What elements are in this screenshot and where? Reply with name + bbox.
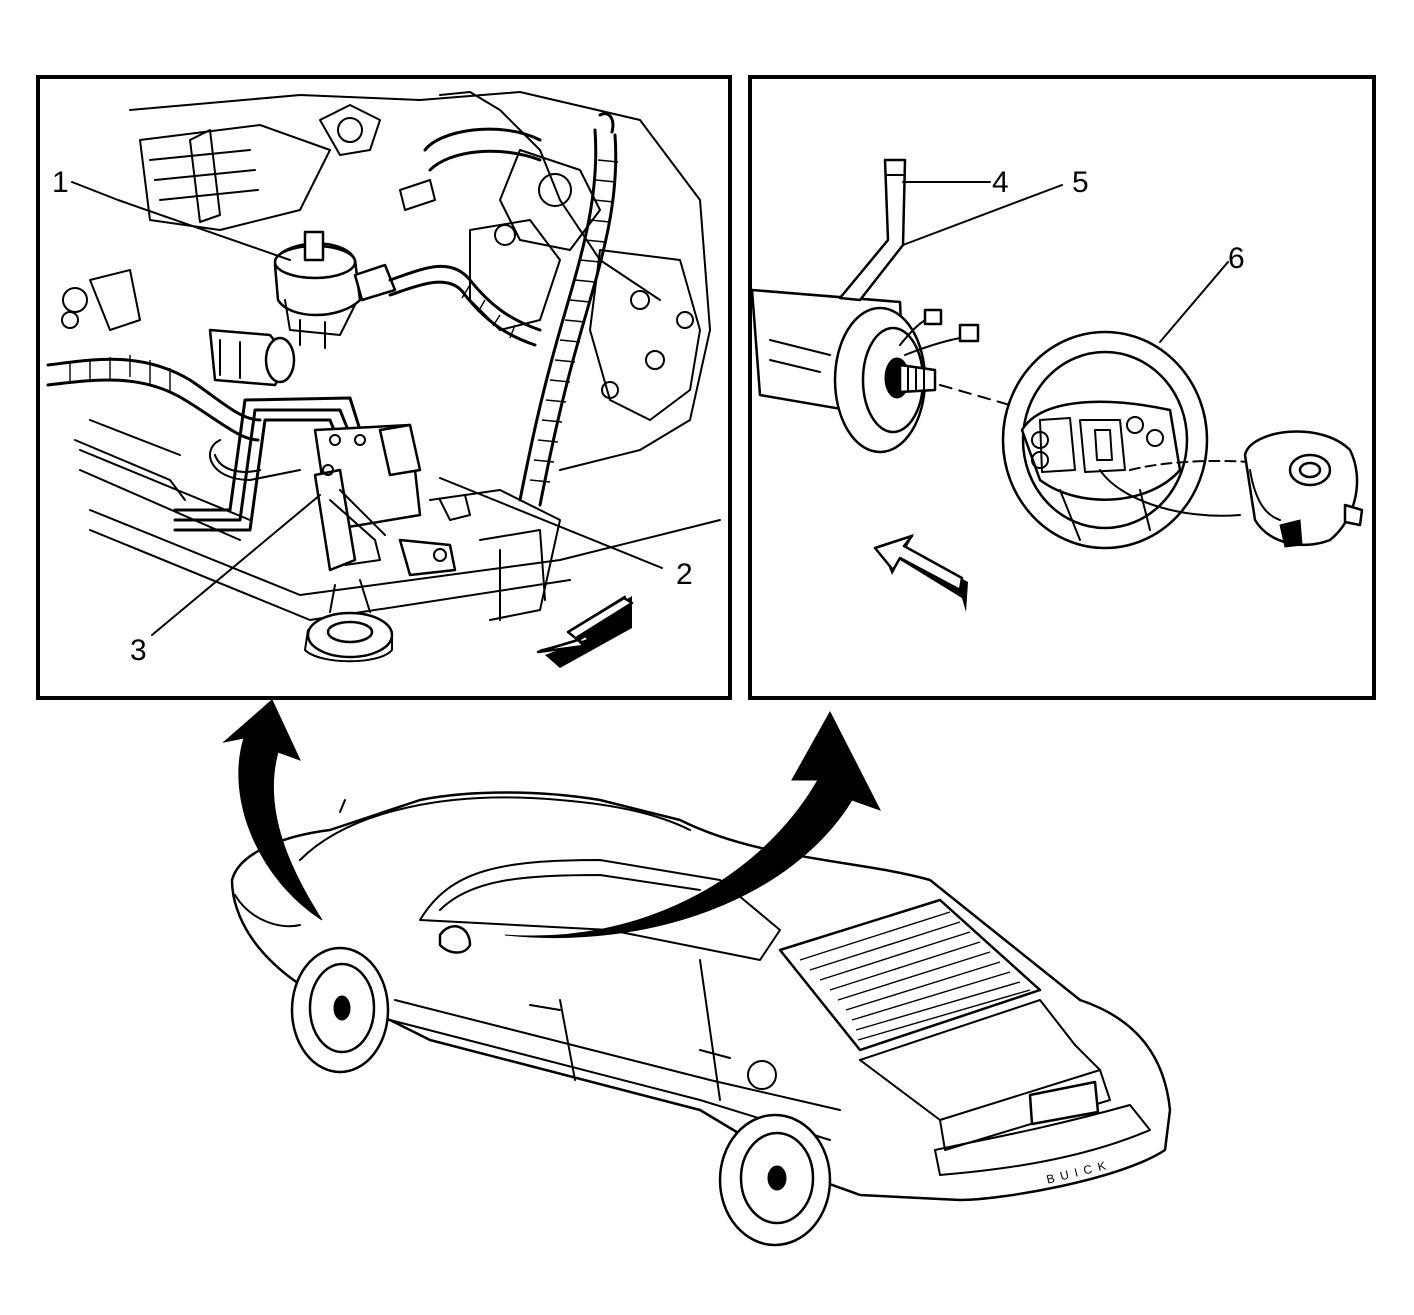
steering-artwork — [752, 158, 1364, 550]
callout-3: 3 — [130, 634, 147, 667]
vehicle-illustration: BUICK — [230, 791, 1172, 1247]
callout-labels: 1 2 3 4 5 6 — [52, 166, 1245, 667]
direction-arrow-icon — [873, 534, 968, 612]
callout-6: 6 — [1228, 242, 1245, 275]
steering-wheel-detail-panel — [748, 75, 1376, 700]
callout-5: 5 — [1072, 166, 1089, 199]
callout-1: 1 — [52, 166, 69, 199]
rear-wheel — [718, 1113, 832, 1247]
view-arrow-icon — [222, 699, 323, 921]
callout-leader-icon — [902, 181, 1229, 343]
callout-leader-icon — [71, 181, 663, 636]
view-arrow-icon — [504, 710, 882, 938]
direction-arrow-icon — [536, 595, 634, 668]
engine-artwork — [46, 91, 721, 663]
callout-4: 4 — [992, 166, 1009, 199]
front-wheel — [290, 946, 390, 1074]
callout-2: 2 — [676, 558, 693, 591]
engine-detail-panel — [36, 75, 732, 700]
